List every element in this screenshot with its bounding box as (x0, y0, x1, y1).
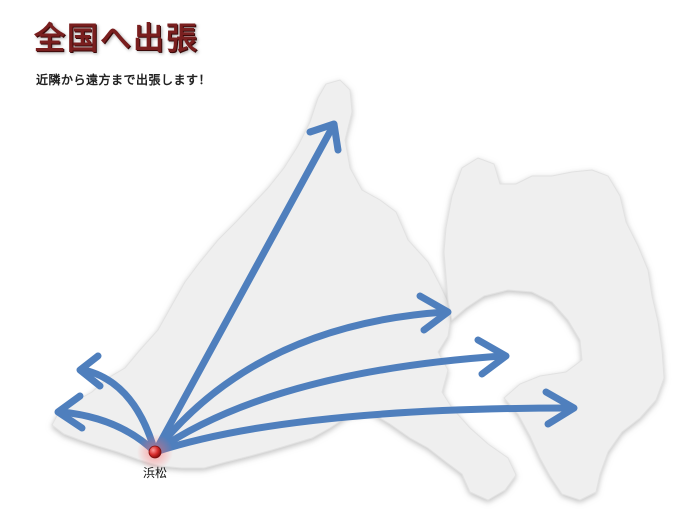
arrow-west-head (54, 392, 86, 432)
page-title: 全国へ出張 (34, 21, 199, 57)
arrow-east-2-head (474, 336, 510, 378)
arrow-north (151, 124, 336, 456)
page-subtitle: 近隣から遠方まで出張します！ (36, 73, 212, 87)
arrow-east-1-head (416, 292, 452, 334)
arrow-east-1 (151, 308, 449, 456)
origin-label: 浜松 (143, 466, 168, 480)
land-region-east (443, 157, 665, 501)
arrow-east-2 (151, 352, 506, 456)
arrow-east-3 (151, 404, 574, 456)
arrows-group (54, 120, 578, 456)
origin-marker (148, 445, 162, 459)
arrow-north-head (306, 120, 342, 154)
arrow-east-3-head (542, 388, 578, 428)
arrow-west-upper-head (76, 352, 104, 390)
land-region-west (51, 79, 517, 501)
